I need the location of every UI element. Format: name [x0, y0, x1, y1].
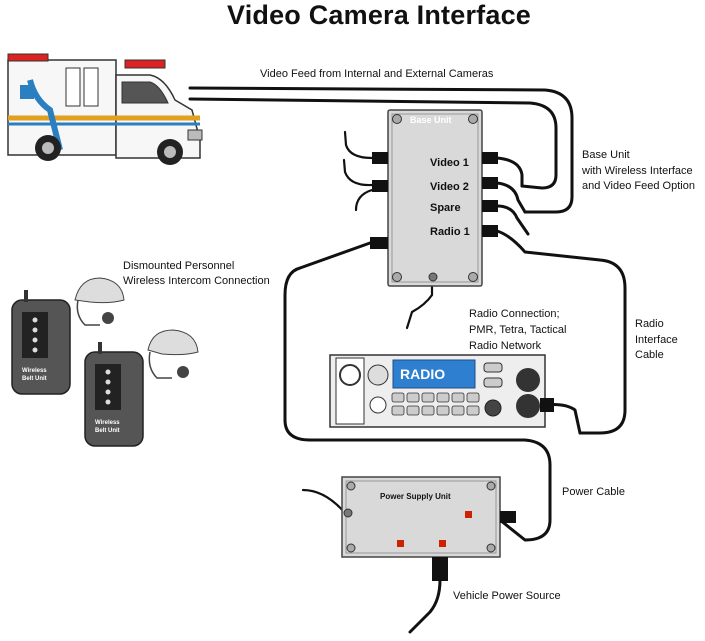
helmet-1: [74, 277, 125, 326]
base-left-stub-2: [342, 158, 374, 187]
video2-cable: [495, 181, 527, 214]
label-radio-interface-1: Radio: [635, 318, 664, 330]
psu-left-cable: [301, 488, 347, 515]
radio-display: [392, 359, 476, 389]
psu-led-center: [439, 540, 446, 547]
video-feed-cable-inner: [188, 97, 558, 190]
belt-unit-1-label-1: Wireless: [22, 368, 47, 374]
label-vehicle-power: Vehicle Power Source: [453, 590, 561, 602]
base-port-label-video2: Video 2: [430, 181, 469, 193]
label-power-cable: Power Cable: [562, 486, 625, 498]
spare-cable: [495, 204, 530, 236]
label-base-unit-1: Base Unit: [582, 149, 630, 161]
base-port-left-2: [372, 180, 388, 192]
label-radio-connection-2: PMR, Tetra, Tactical: [469, 324, 566, 336]
psu-vehicle-port: [432, 557, 448, 581]
label-radio-interface-3: Cable: [635, 349, 664, 361]
belt-unit-1: Wireless Belt Unit: [11, 290, 71, 395]
label-radio-connection-3: Radio Network: [469, 340, 542, 352]
psu-led-right: [465, 511, 472, 518]
vehicle-power-cable: [408, 578, 442, 634]
radio-connection-cable: [405, 276, 434, 330]
helmet-2: [147, 329, 199, 379]
label-base-unit-2: with Wireless Interface: [581, 165, 693, 177]
psu-power-port: [500, 511, 516, 523]
base-unit: Base Unit Video 1 Video 2 Spare Radio 1: [370, 109, 498, 287]
base-unit-header: Base Unit: [410, 115, 452, 125]
base-port-radio1: [482, 225, 498, 237]
base-port-video2: [482, 177, 498, 189]
belt-unit-2-label-2: Belt Unit: [95, 428, 120, 434]
radio-display-text: RADIO: [400, 366, 445, 382]
label-base-unit-3: and Video Feed Option: [582, 180, 695, 192]
label-radio-interface-2: Interface: [635, 334, 678, 346]
ambulance-illustration: [7, 53, 203, 165]
radio-unit: RADIO: [329, 354, 554, 428]
base-left-stub-3: [354, 188, 374, 212]
base-port-label-spare: Spare: [430, 202, 461, 214]
base-port-label-video1: Video 1: [430, 157, 469, 169]
belt-unit-2: Wireless Belt Unit: [84, 342, 144, 447]
base-port-left-1: [372, 152, 388, 164]
video-feed-cable-outer: [188, 86, 574, 214]
label-dismounted-2: Wireless Intercom Connection: [123, 275, 270, 287]
base-port-spare: [482, 200, 498, 212]
page-title: Video Camera Interface: [226, 0, 532, 30]
base-port-video1: [482, 152, 498, 164]
label-video-feed: Video Feed from Internal and External Ca…: [260, 68, 494, 80]
label-dismounted-1: Dismounted Personnel: [123, 260, 234, 272]
psu-header: Power Supply Unit: [380, 492, 451, 501]
power-cable: [283, 241, 552, 542]
base-left-stub-1: [343, 130, 374, 160]
base-port-left-radio: [370, 237, 388, 249]
base-port-label-radio1: Radio 1: [430, 226, 470, 238]
belt-unit-2-label-1: Wireless: [95, 420, 120, 426]
radio-interface-cable: [495, 229, 627, 435]
video1-cable: [495, 156, 524, 188]
belt-unit-1-label-2: Belt Unit: [22, 376, 47, 382]
label-radio-connection-1: Radio Connection;: [469, 308, 560, 320]
psu-led-left: [397, 540, 404, 547]
power-supply-unit: Power Supply Unit: [341, 476, 516, 581]
